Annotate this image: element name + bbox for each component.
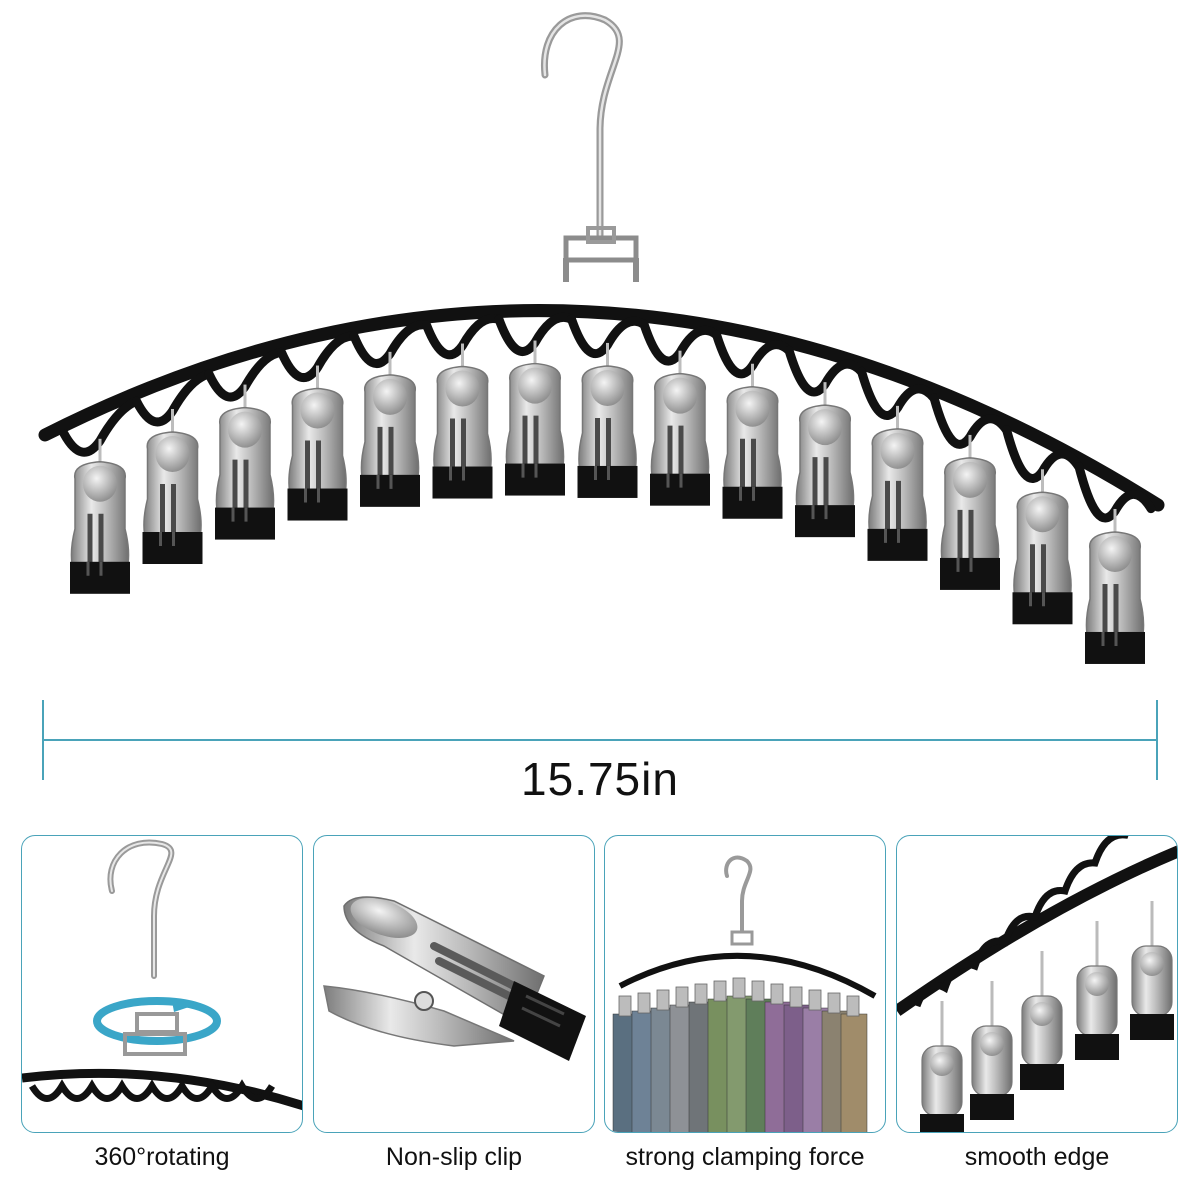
caption-nonslip: Non-slip clip: [385, 1143, 523, 1171]
hanger-clip: [650, 350, 710, 506]
feature-panel-clip: [313, 835, 595, 1133]
feature-panel-edge: [896, 835, 1178, 1133]
rotating-hook-icon: [22, 839, 302, 1111]
hanger-with-fabrics-icon: [612, 855, 877, 1132]
feature-panel-clamping: [604, 835, 886, 1133]
hook-icon: [540, 12, 639, 282]
hanger-clip: [70, 438, 130, 594]
hanger-clip: [577, 342, 638, 498]
hanger-clip: [1085, 508, 1145, 664]
hanger-clip: [722, 363, 783, 519]
hanger-clip: [142, 409, 203, 565]
caption-rotating: 360°rotating: [94, 1143, 230, 1171]
hanger-clip: [1012, 469, 1073, 625]
caption-clamping: strong clamping force: [625, 1143, 865, 1171]
edge-closeup-icon: [897, 836, 1177, 1132]
dimension-label: 15.75in: [521, 753, 679, 805]
hanger-clip: [215, 384, 275, 540]
caption-smooth-edge: smooth edge: [964, 1143, 1110, 1171]
hanger-clip: [505, 340, 565, 496]
hanger-clip: [287, 365, 348, 521]
hanger-clip: [432, 343, 493, 499]
hanger-illustration: [38, 12, 1165, 780]
dimension-line: [42, 700, 1158, 780]
hanger-clip: [360, 351, 420, 507]
hanger-clip: [940, 434, 1000, 590]
hanger-clip: [795, 382, 855, 538]
hanger-clip: [867, 405, 928, 561]
clip-row: [70, 340, 1145, 664]
clip-closeup-icon: [323, 896, 586, 1061]
feature-panel-rotating: [21, 835, 303, 1133]
